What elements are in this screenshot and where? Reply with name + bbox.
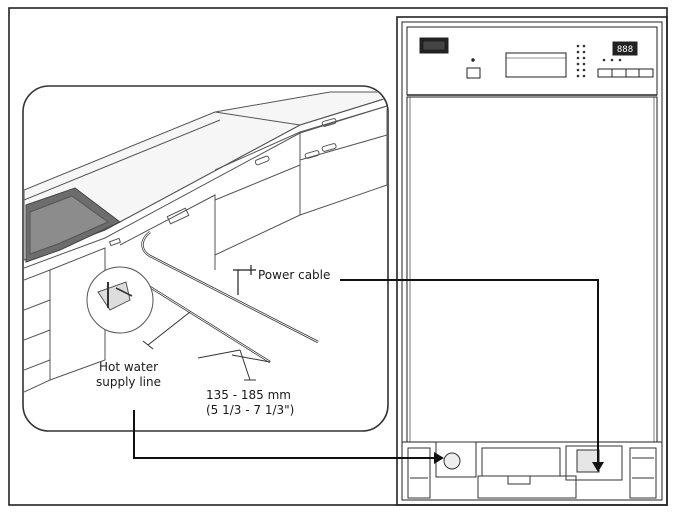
cabinet-inset — [22, 85, 389, 432]
hot-water-text-1: Hot water — [98, 360, 159, 374]
power-cable-leader — [340, 279, 599, 470]
center-display — [505, 52, 567, 78]
program-buttons — [597, 68, 654, 78]
door-panel — [406, 96, 658, 443]
hot-water-label: Hot water supply line — [96, 360, 161, 390]
digit-display — [612, 41, 638, 56]
hot-water-leader — [133, 410, 442, 459]
dimension-text-2: (5 1/3 - 7 1/3") — [206, 403, 295, 417]
power-cable-text: Power cable — [258, 268, 331, 282]
base-plinth — [401, 441, 663, 501]
hot-water-text-2: supply line — [96, 375, 161, 389]
dimension-label: 135 - 185 mm (5 1/3 - 7 1/3") — [206, 388, 294, 418]
digit-display-text: 888 — [617, 45, 633, 55]
indicator-dots — [576, 44, 622, 78]
dishwasher: 888 — [396, 16, 668, 506]
small-button — [466, 67, 481, 79]
hot-water-arrowhead — [434, 452, 444, 464]
power-cable-arrowhead — [592, 462, 604, 472]
base-mechanics — [407, 441, 657, 499]
power-cable-label: Power cable — [258, 268, 330, 283]
dishwasher-outline — [396, 16, 668, 506]
dimension-text-1: 135 - 185 mm — [206, 388, 291, 402]
